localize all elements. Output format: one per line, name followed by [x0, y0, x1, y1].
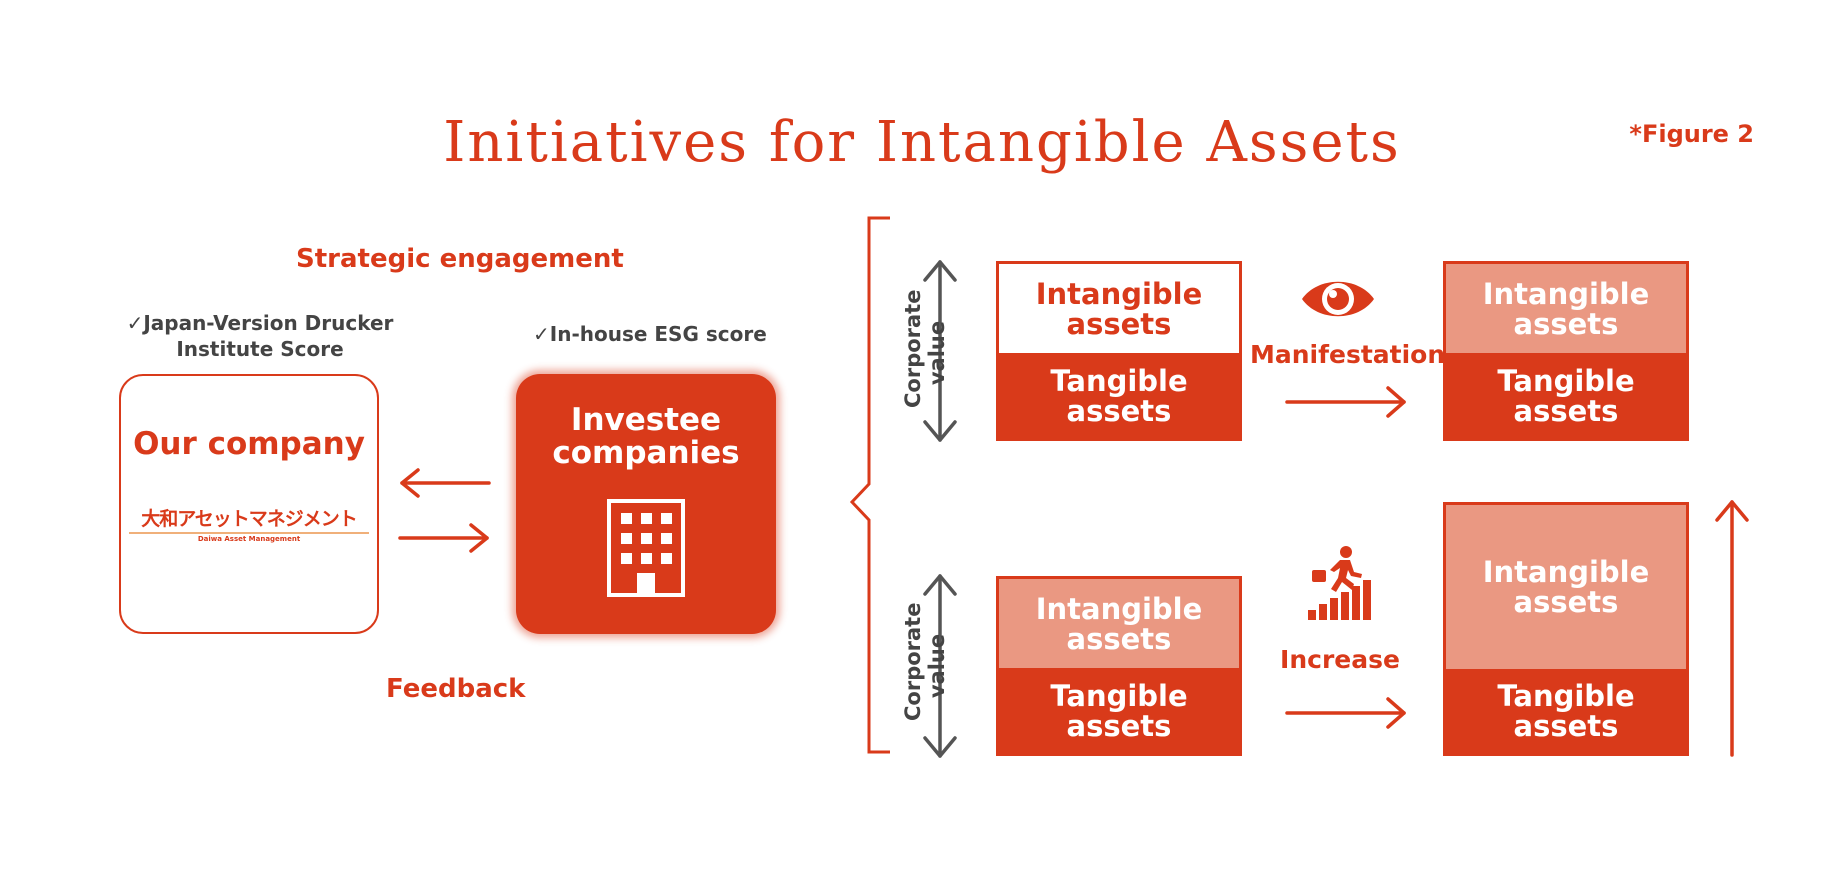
our-company-label: Our company [133, 426, 365, 462]
our-company-box: Our company 大和アセットマネジメント Daiwa Asset Man… [119, 374, 379, 634]
drucker-score-label: ✓Japan-Version Drucker Institute Score [110, 310, 410, 362]
increase-label: Increase [1280, 645, 1400, 674]
investee-line1: Investee [570, 402, 722, 438]
investee-companies-box: Investee companies [516, 374, 776, 634]
feedback-label: Feedback [386, 674, 526, 704]
corporate-value-line2: value [925, 320, 949, 386]
corporate-value-line2: value [925, 633, 949, 699]
brace-bracket [849, 216, 890, 754]
esg-score-label: ✓In-house ESG score [533, 322, 767, 346]
engagement-arrow-head [400, 468, 420, 498]
manifestation-label: Manifestation [1250, 340, 1446, 369]
daiwa-logo-text: 大和アセットマネジメント [129, 504, 369, 534]
corporate-value-line1: Corporate [901, 289, 925, 408]
corporate-value-label-top: Corporate value [901, 289, 949, 408]
daiwa-logo-subtext: Daiwa Asset Management [197, 535, 301, 543]
feedback-arrow-head [469, 523, 489, 553]
investee-label: Investee companies [516, 404, 776, 470]
strategic-engagement-label: Strategic engagement [296, 244, 624, 274]
eye-icon [1302, 281, 1374, 317]
corporate-value-label-bottom: Corporate value [901, 602, 949, 721]
building-icon [607, 499, 685, 597]
figure-label: *Figure 2 [1629, 120, 1754, 148]
stairs-climber-icon [1308, 546, 1371, 620]
daiwa-logo: 大和アセットマネジメント Daiwa Asset Management [129, 504, 369, 543]
corporate-value-line1: Corporate [901, 602, 925, 721]
drucker-score-line2: Institute Score [176, 337, 344, 361]
drucker-score-line1: ✓Japan-Version Drucker [126, 311, 394, 335]
page-title: Initiatives for Intangible Assets [443, 110, 1401, 175]
investee-line2: companies [552, 435, 740, 471]
